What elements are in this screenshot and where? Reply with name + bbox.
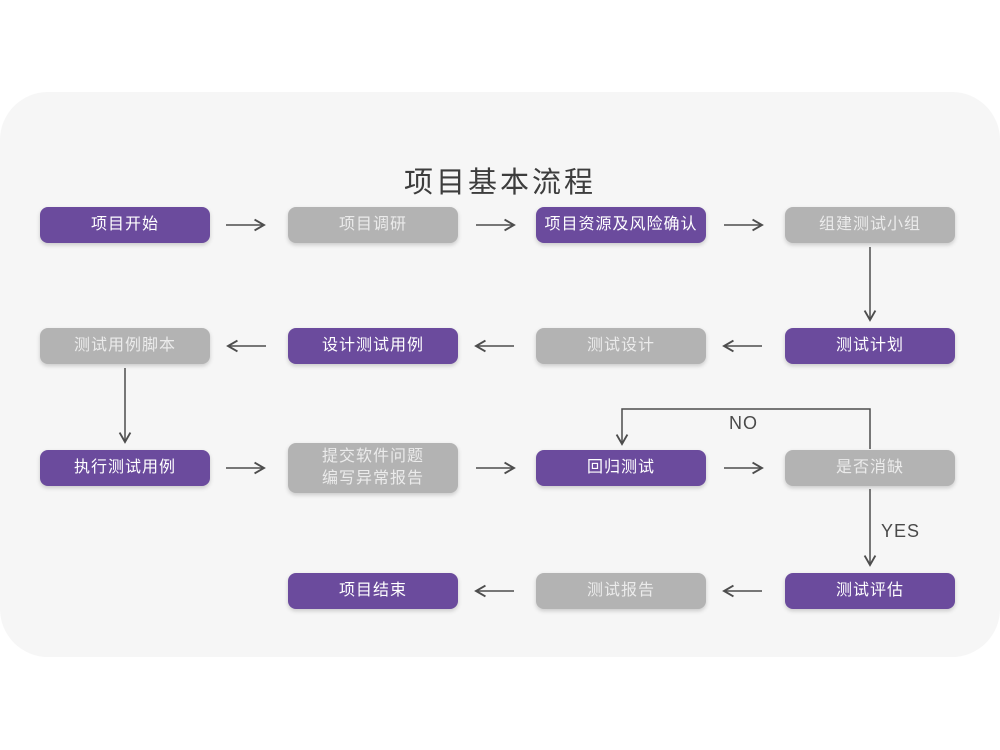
node-execute-test-case: 执行测试用例: [40, 450, 210, 486]
node-test-report: 测试报告: [536, 573, 706, 609]
branch-label-no: NO: [729, 413, 758, 433]
page-title: 项目基本流程: [403, 167, 596, 200]
node-defect-cleared: 是否消缺: [785, 450, 955, 486]
node-regression-test: 回归测试: [536, 450, 706, 486]
node-test-case-script: 测试用例脚本: [40, 328, 210, 364]
node-project-research: 项目调研: [288, 207, 458, 243]
flowchart-card: [0, 92, 1000, 657]
node-project-start: 项目开始: [40, 207, 210, 243]
node-design-test-case: 设计测试用例: [288, 328, 458, 364]
node-test-evaluation: 测试评估: [785, 573, 955, 609]
branch-label-yes: YES: [881, 521, 921, 541]
node-resource-risk: 项目资源及风险确认: [536, 207, 706, 243]
node-test-design: 测试设计: [536, 328, 706, 364]
node-build-test-team: 组建测试小组: [785, 207, 955, 243]
node-test-plan: 测试计划: [785, 328, 955, 364]
node-submit-issue-report: 提交软件问题 编写异常报告: [288, 443, 458, 493]
node-project-end: 项目结束: [288, 573, 458, 609]
